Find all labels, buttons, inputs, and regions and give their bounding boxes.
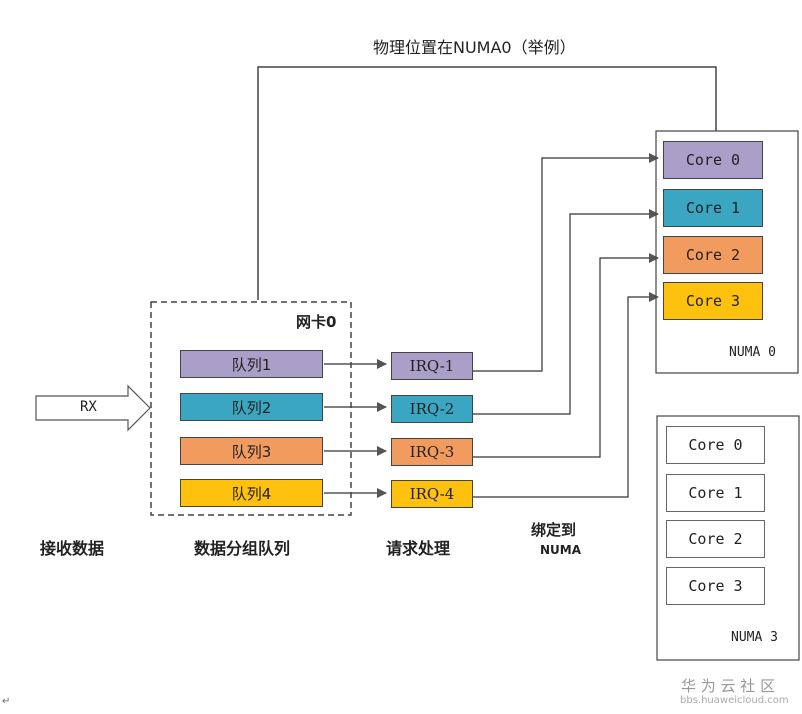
queue-1: 队列1: [180, 350, 323, 378]
irq-4: IRQ-4: [391, 480, 473, 508]
numa3-core-0: Core 0: [666, 426, 765, 464]
label-group: 数据分组队列: [194, 539, 291, 558]
queue-3: 队列3: [180, 437, 323, 465]
watermark-url: bbs.huaweicloud.com: [680, 695, 789, 706]
label-bind: 绑定到: [531, 521, 577, 539]
irq-2: IRQ-2: [391, 395, 473, 423]
label-bind-numa: NUMA: [540, 543, 582, 557]
arrow-irq2-core1: [473, 209, 659, 415]
numa0-core-3: Core 3: [663, 282, 763, 320]
numa3-label: NUMA 3: [731, 630, 778, 645]
watermark-title: 华 为 云 社 区: [681, 677, 776, 695]
paragraph-mark: ↵: [2, 696, 11, 707]
numa0-location-line: [257, 66, 717, 300]
numa3-core-2: Core 2: [666, 520, 765, 558]
arrow-irq1-core0: [473, 153, 659, 372]
nic-label: 网卡0: [296, 313, 337, 331]
numa0-container: [655, 130, 799, 374]
numa0-core-1: Core 1: [663, 189, 763, 227]
numa3-core-3: Core 3: [666, 567, 765, 605]
rx-label: RX: [80, 399, 97, 415]
numa0-core-0: Core 0: [663, 141, 763, 179]
numa0-label: NUMA 0: [729, 345, 776, 360]
arrow-irq4-core3: [473, 292, 659, 498]
top-title: 物理位置在NUMA0（举例）: [373, 38, 576, 57]
numa3-core-1: Core 1: [666, 474, 765, 512]
nic-dashed-box: [150, 301, 352, 516]
label-receive: 接收数据: [40, 539, 105, 558]
queue-2: 队列2: [180, 393, 323, 421]
numa0-core-2: Core 2: [663, 236, 763, 274]
queue-4: 队列4: [180, 479, 323, 507]
irq-3: IRQ-3: [391, 438, 473, 466]
numa3-container: [656, 415, 800, 661]
rx-arrow: [35, 384, 151, 432]
label-process: 请求处理: [386, 539, 451, 558]
arrow-irq3-core2: [473, 253, 659, 458]
irq-1: IRQ-1: [391, 352, 473, 380]
